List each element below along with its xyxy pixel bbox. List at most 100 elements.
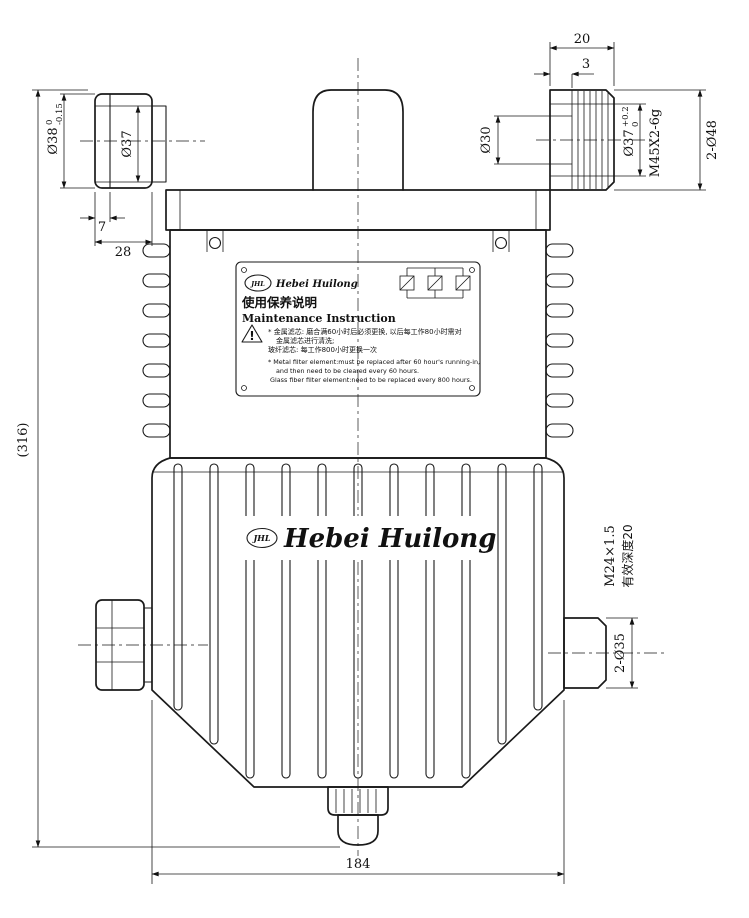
flange-bolt-left xyxy=(208,236,222,250)
dim-overall-height: (316) xyxy=(16,89,340,848)
hex-facet-lines xyxy=(96,600,144,690)
dim-base-width: 184 xyxy=(151,700,565,884)
cooling-fins-right xyxy=(545,243,574,438)
rib xyxy=(209,463,219,745)
dim-left-port-id-text: Ø37 xyxy=(120,130,135,157)
brand-logo-mark: JHL xyxy=(249,280,265,288)
fin xyxy=(142,243,171,258)
nameplate-title-zh: 使用保养说明 xyxy=(241,295,317,310)
dim-right-port-flange-text: 2-Ø48 xyxy=(705,120,720,160)
nameplate: JHL Hebei Huilong 使用保养说明 Maintenance Ins… xyxy=(235,261,481,397)
dim-top-port-offset: 3 xyxy=(534,57,594,88)
rivet xyxy=(469,267,475,273)
rivet xyxy=(241,267,247,273)
nameplate-en-line1: * Metal filter element:must be replaced … xyxy=(268,358,480,366)
dim-right-port-pitch-tol-lower: 0 xyxy=(631,122,641,127)
brand-logo-oval xyxy=(244,274,272,292)
drain-plug-knob xyxy=(337,814,379,846)
nameplate-zh-line3: 玻纤滤芯: 每工作800小时更换一次 xyxy=(268,345,377,354)
fin xyxy=(545,333,574,348)
dim-top-port-width: 20 xyxy=(549,32,615,86)
right-port-outline xyxy=(549,89,615,191)
rib xyxy=(389,463,399,779)
nameplate-en-line2: and then need to be cleared every 60 hou… xyxy=(276,367,419,375)
rib xyxy=(317,463,327,779)
rib xyxy=(281,463,291,779)
left-side-hex-plug xyxy=(95,599,153,691)
top-dome xyxy=(312,89,404,191)
dim-right-port-pitch: Ø37 +0.2 0 xyxy=(614,103,646,177)
warning-triangle-icon xyxy=(241,324,263,343)
rivet xyxy=(241,385,247,391)
dim-top-port-width-text: 20 xyxy=(574,32,591,47)
housing-logo-oval xyxy=(246,527,278,549)
bowl-ribs xyxy=(173,463,543,779)
fin xyxy=(545,243,574,258)
dim-side-port-dia-text: 2-Ø35 xyxy=(613,633,628,673)
dim-right-port-thread: M45X2-6g xyxy=(648,109,663,177)
nameplate-title-en: Maintenance Instruction xyxy=(242,312,396,325)
nameplate-brand: Hebei Huilong xyxy=(275,279,358,290)
fin xyxy=(142,363,171,378)
fin xyxy=(142,273,171,288)
hydraulic-schematic xyxy=(399,267,471,299)
fin xyxy=(142,303,171,318)
lower-bowl-outline xyxy=(151,457,565,788)
nameplate-zh-line2: 金属滤芯进行清洗; xyxy=(276,336,334,345)
hex-flange xyxy=(143,607,153,683)
dim-side-port-depth-text: 有效深度20 xyxy=(620,524,635,587)
nameplate-zh-line1: * 金属滤芯: 磨合满60小时后必须更换, 以后每工作80小时需对 xyxy=(268,327,462,336)
dim-left-port-length-text: 28 xyxy=(115,245,132,260)
dim-right-port-pitch-text: Ø37 xyxy=(622,129,637,156)
dim-right-port-thread-text: M45X2-6g xyxy=(648,109,663,177)
dim-left-port-od-text: Ø38 xyxy=(46,127,61,154)
right-outlet-port xyxy=(549,89,615,191)
rib xyxy=(461,463,471,779)
dim-left-port-od-tol-upper: 0 xyxy=(45,120,55,125)
side-port-boss xyxy=(563,617,607,689)
fin xyxy=(545,273,574,288)
dim-left-port-id: Ø37 xyxy=(120,105,141,183)
flange-bolt-right xyxy=(494,236,508,250)
dim-left-port-od-tol-lower: -0.15 xyxy=(55,103,65,125)
dim-left-port-step-text: 7 xyxy=(98,220,106,235)
rib xyxy=(425,463,435,779)
lower-bowl: JHL Hebei Huilong xyxy=(151,457,565,846)
dim-left-port-od: Ø38 0 -0.15 xyxy=(45,93,95,189)
left-port-neck xyxy=(151,105,167,183)
nameplate-en-line3: Glass fiber filter element:need to be re… xyxy=(270,376,472,384)
warning-exclamation: ! xyxy=(249,329,254,343)
rib xyxy=(533,463,543,711)
dim-right-port-bore: Ø30 xyxy=(479,115,550,165)
right-side-port xyxy=(563,617,607,689)
dimensions: (316) 184 20 3 Ø38 0 xyxy=(16,32,720,884)
dim-top-port-offset-text: 3 xyxy=(582,57,590,72)
dim-right-port-bore-text: Ø30 xyxy=(479,126,494,153)
rib xyxy=(245,463,255,779)
drain-plug-cap xyxy=(327,786,389,816)
fin xyxy=(545,363,574,378)
fin xyxy=(142,333,171,348)
rib xyxy=(173,463,183,711)
dim-side-port-thread-text: M24×1.5 xyxy=(603,525,618,586)
right-port-thread-hatch xyxy=(571,90,609,190)
fin xyxy=(545,423,574,438)
fin xyxy=(142,393,171,408)
top-flange-inner-lines xyxy=(179,190,537,230)
housing-logo-mark: JHL xyxy=(252,533,271,543)
fin xyxy=(142,423,171,438)
flange-bolt-bosses xyxy=(206,230,510,252)
housing-logo-text: Hebei Huilong xyxy=(283,524,496,554)
dim-side-port-dia: 2-Ø35 xyxy=(606,617,638,689)
dim-side-port-thread: M24×1.5 有效深度20 xyxy=(603,524,635,587)
right-port-bore-lines xyxy=(550,103,614,177)
dim-left-port-step: 7 xyxy=(80,192,125,246)
centerlines xyxy=(78,58,666,856)
dim-base-width-text: 184 xyxy=(346,857,371,872)
housing-logo-backing xyxy=(240,516,476,560)
rib xyxy=(497,463,507,745)
nameplate-frame xyxy=(235,261,481,397)
rib xyxy=(353,463,363,779)
drain-plug-knurl xyxy=(335,789,377,813)
